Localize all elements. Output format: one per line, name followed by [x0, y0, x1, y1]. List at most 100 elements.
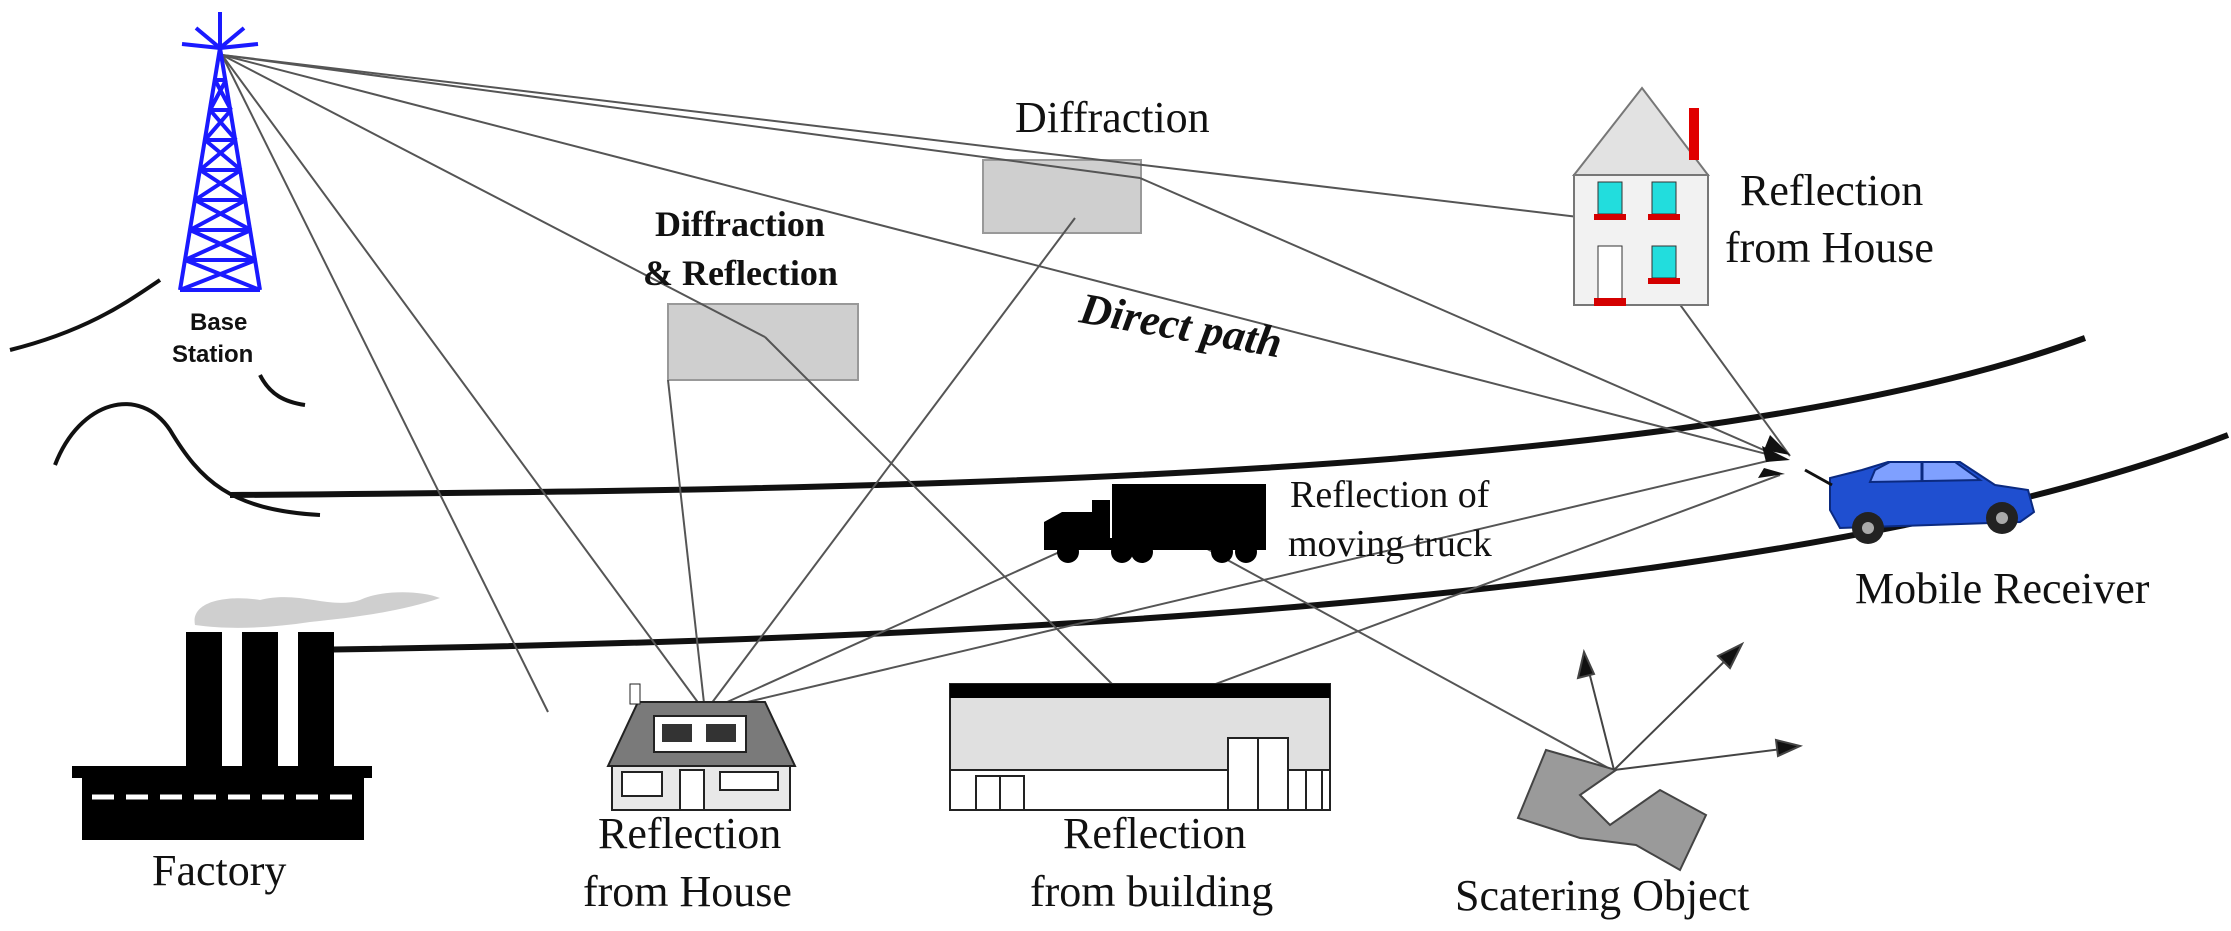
building-side-panel	[1305, 769, 1323, 811]
truck-wheel-3	[1131, 541, 1153, 563]
scatter-rays	[1576, 641, 1804, 771]
label-reflection-truck-2: moving truck	[1288, 523, 1492, 565]
truck-trailer	[1112, 484, 1266, 540]
building-roof-band	[950, 684, 1330, 698]
truck-wheel-2	[1111, 541, 1133, 563]
house-window-1	[1597, 181, 1623, 215]
house-sill-3	[1648, 278, 1680, 284]
scattering-object	[1516, 641, 1804, 872]
ray-to-diff-refl	[221, 54, 766, 338]
house-roof	[1571, 86, 1711, 176]
label-reflection-house-bottom-2: from House	[583, 867, 792, 916]
hill-bump	[258, 374, 306, 407]
diffraction-block-top	[982, 159, 1142, 234]
label-factory: Factory	[152, 846, 286, 895]
ray-diff-refl-to-building	[764, 336, 1141, 713]
factory-chimney-2	[242, 632, 278, 772]
antenna-diag-right	[218, 26, 246, 50]
factory-roof	[72, 766, 372, 778]
label-reflection-truck-1: Reflection of	[1290, 474, 1490, 516]
base-station-label-line1: Base	[190, 309, 247, 336]
label-diffraction: Diffraction	[1015, 93, 1210, 142]
tower-lattice	[179, 78, 261, 292]
house-bottom-chimney	[629, 683, 641, 705]
car-hub-back	[1996, 512, 2008, 524]
antenna-arm-left	[181, 42, 221, 50]
ray-to-house-bottom-b	[221, 54, 549, 713]
label-reflection-house-bottom-1: Reflection	[598, 809, 781, 858]
ray-direct-path	[221, 54, 1783, 459]
antenna-arm-right	[219, 42, 259, 50]
factory-base	[82, 778, 364, 840]
label-reflection-house-top-1: Reflection	[1740, 166, 1923, 215]
label-reflection-building-1: Reflection	[1063, 809, 1246, 858]
ray-house-to-truck	[704, 544, 1076, 713]
ray-ground-to-receiver	[704, 457, 1781, 713]
factory-chimney-3	[298, 632, 334, 772]
truck-icon	[1044, 484, 1266, 563]
ray-building-to-receiver	[1139, 474, 1781, 713]
label-reflection-house-top-2: from House	[1725, 223, 1934, 272]
base-station-tower	[178, 12, 262, 292]
scatter-arrow-1	[1576, 648, 1596, 680]
base-station-label-line2: Station	[172, 341, 253, 368]
label-scattering-object: Scatering Object	[1455, 871, 1749, 920]
scatter-arrow-2	[1716, 641, 1745, 670]
factory-chimney-1	[186, 632, 222, 772]
house-top-right	[1571, 86, 1711, 306]
scatter-ray-1	[1585, 659, 1615, 771]
ray-diffraction-to-receiver	[1139, 177, 1783, 459]
house-chimney	[1689, 108, 1699, 160]
label-mobile-receiver: Mobile Receiver	[1855, 564, 2150, 613]
house-sill-2	[1648, 214, 1680, 220]
factory-icon	[72, 592, 440, 840]
diffraction-reflection-block	[667, 303, 859, 381]
truck-wheel-5	[1235, 541, 1257, 563]
house-bottom-dormer-glass-2	[706, 724, 736, 742]
car-icon	[1804, 461, 2036, 544]
building-icon	[949, 683, 1331, 811]
arrowhead-3	[1758, 468, 1785, 478]
house-bottom	[606, 683, 797, 811]
truck-wheel-1	[1057, 541, 1079, 563]
house-bottom-door	[679, 769, 705, 811]
truck-chassis	[1044, 538, 1266, 550]
house-bottom-window-right	[719, 771, 779, 791]
scatter-ray-2	[1613, 651, 1735, 771]
house-bottom-dormer-glass-1	[662, 724, 692, 742]
ray-house-to-diffraction	[704, 217, 1076, 713]
hill-wave	[53, 402, 321, 517]
label-direct-path: Direct path	[1075, 283, 1286, 367]
ray-house-to-diff-refl	[667, 379, 706, 713]
car-hub-front	[1862, 522, 1874, 534]
house-door	[1597, 245, 1623, 305]
hill-left	[9, 278, 162, 352]
truck-wheel-4	[1211, 541, 1233, 563]
ray-arrowheads	[1758, 435, 1790, 478]
truck-cab	[1044, 500, 1110, 548]
label-diffraction-reflection-1: Diffraction	[655, 204, 825, 244]
house-window-2	[1651, 181, 1677, 215]
car-antenna	[1804, 468, 1833, 487]
house-body	[1573, 174, 1709, 306]
antenna-diag-left	[194, 26, 222, 50]
propagation-rays	[221, 54, 1791, 771]
scatter-arrow-3	[1774, 738, 1804, 758]
house-step	[1594, 298, 1626, 306]
road-upper	[229, 335, 2087, 498]
house-window-3	[1651, 245, 1677, 279]
ray-to-house-top	[221, 54, 1621, 223]
arrowhead-2	[1764, 435, 1790, 455]
scatter-shape	[1516, 748, 1708, 872]
scatter-ray-3	[1613, 747, 1791, 771]
label-diffraction-reflection-2: & Reflection	[643, 253, 838, 293]
ray-truck-to-scatter	[1199, 544, 1613, 771]
factory-smoke	[194, 592, 440, 628]
car-cabin	[1868, 461, 1984, 484]
label-reflection-building-2: from building	[1030, 867, 1273, 916]
house-bottom-window-left	[621, 771, 663, 797]
ray-to-diffraction	[221, 54, 1141, 179]
ray-to-house-bottom-a	[221, 54, 706, 713]
house-sill-1	[1594, 214, 1626, 220]
